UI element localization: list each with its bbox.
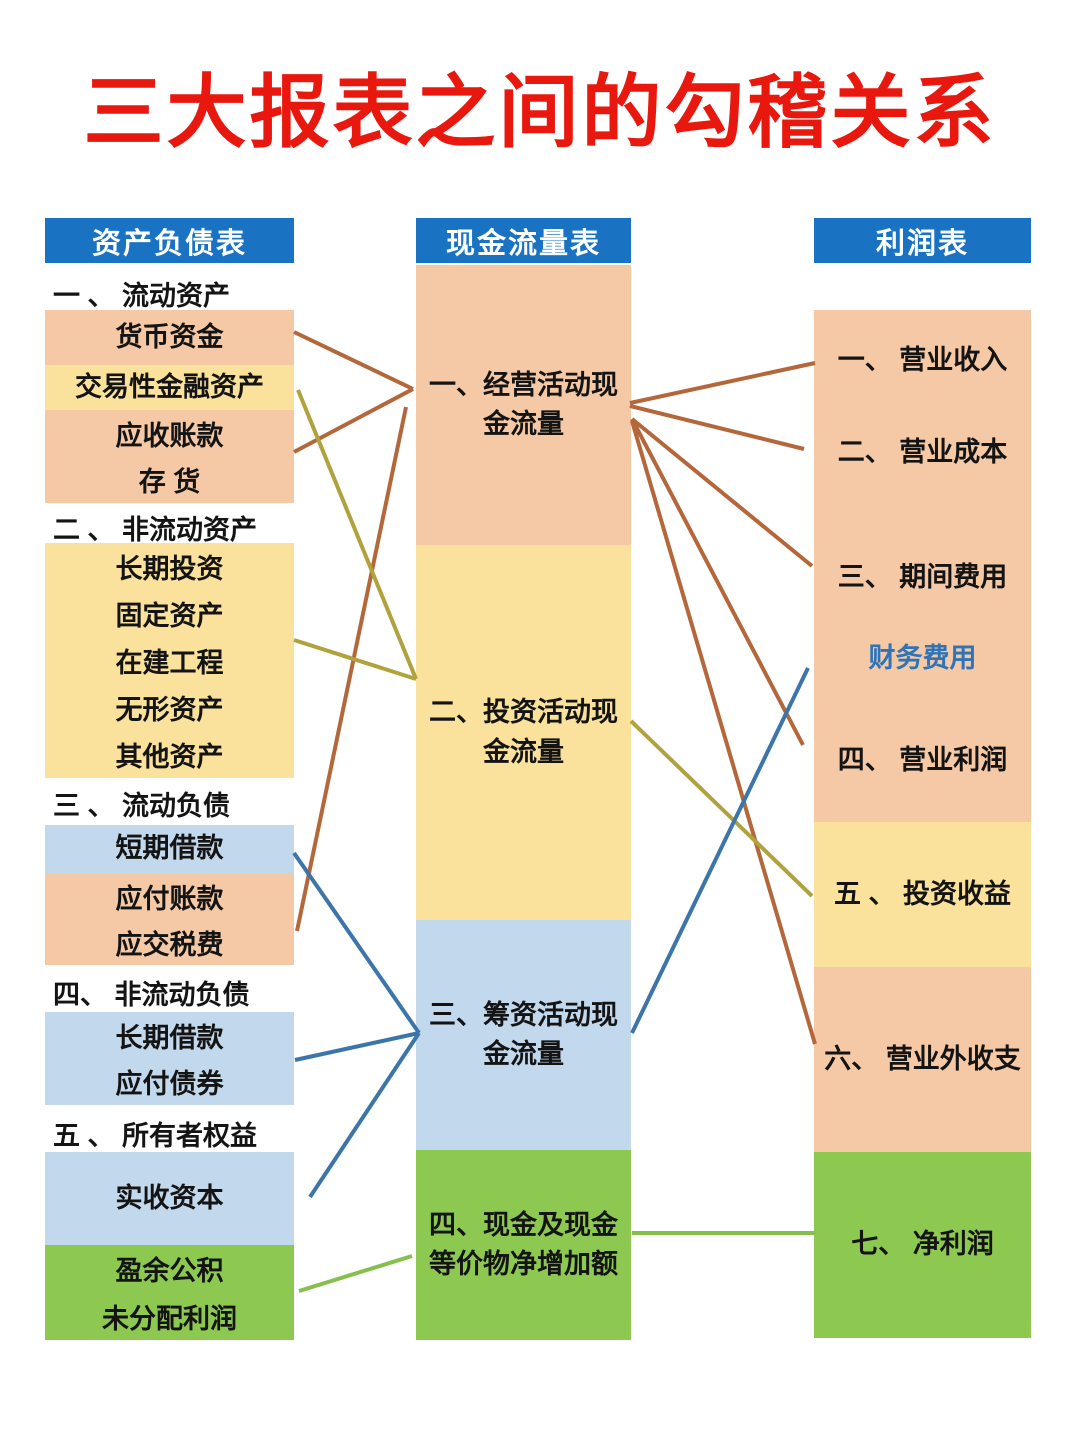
connection-monetary-funds-to-operating-cash-flow	[293, 330, 414, 391]
undistributed-profit: 未分配利润	[102, 1303, 237, 1334]
connection-investing-cash-flow-to-investment-income	[629, 719, 814, 898]
net-increase-in-cash: 四、现金及现金等价物净增加额	[416, 1150, 631, 1340]
connection-accounts-receivable-to-operating-cash-flow	[293, 387, 414, 454]
connection-operating-cash-flow-to-taxes-payable	[295, 406, 408, 932]
section-current-liabilities: 三 、 流动负债	[53, 791, 231, 821]
taxes-payable: 应交税费	[115, 929, 224, 960]
retained-earnings-block: 盈余公积 未分配利润	[45, 1245, 294, 1340]
income-statement-header: 利润表	[814, 218, 1031, 263]
connection-fixed-assets-to-investing-cash-flow	[293, 638, 417, 681]
income-statement-top-block: 一、 营业收入 二、 营业成本 三、 期间费用 财务费用 四、 营业利润	[814, 310, 1031, 822]
connection-long-term-loans-to-financing-cash-flow	[294, 1031, 420, 1062]
trading-financial-assets-label: 交易性金融资产	[75, 371, 264, 402]
construction-in-progress: 在建工程	[115, 648, 224, 678]
long-term-investment: 长期投资	[115, 554, 224, 584]
balance-sheet-header: 资产负债表	[45, 218, 294, 263]
operating-cash-flow: 一、经营活动现金流量	[416, 265, 631, 545]
cash-flow-header: 现金流量表	[416, 218, 631, 263]
connection-paid-in-capital-to-financing-cash-flow	[308, 1031, 421, 1199]
intangible-assets: 无形资产	[115, 695, 224, 725]
section-owners-equity: 五 、 所有者权益	[53, 1121, 258, 1151]
paid-in-capital-label: 实收资本	[115, 1182, 224, 1213]
receivable-inventory-block: 应收账款 存 货	[45, 410, 294, 503]
section-current-assets: 一 、 流动资产	[53, 281, 231, 311]
fixed-assets: 固定资产	[115, 601, 224, 631]
short-term-loans: 短期借款	[45, 825, 294, 873]
non-operating-income-label: 六、 营业外收支	[824, 1043, 1021, 1074]
inventory: 存 货	[138, 467, 201, 498]
other-assets: 其他资产	[115, 742, 224, 772]
connection-operating-cash-flow-to-period-expenses	[630, 417, 814, 568]
investment-income: 五 、 投资收益	[814, 822, 1031, 967]
connection-financing-cash-flow-to-financial-expenses	[630, 667, 810, 1034]
short-term-loans-label: 短期借款	[115, 833, 224, 864]
section-noncurrent-liabilities: 四、 非流动负债	[53, 980, 250, 1010]
connection-undistributed-profit-to-net-increase-in-cash	[298, 1254, 413, 1293]
noncurrent-liabilities-block: 长期借款 应付债券	[45, 1012, 294, 1105]
accounts-receivable: 应收账款	[115, 420, 224, 451]
period-expenses: 三、 期间费用	[837, 562, 1008, 592]
payables-block: 应付账款 应交税费	[45, 873, 294, 965]
connection-operating-cash-flow-to-operating-profit	[630, 418, 805, 746]
operating-profit: 四、 营业利润	[837, 745, 1008, 775]
section-noncurrent-assets: 二 、 非流动资产	[53, 515, 258, 545]
connection-trading-financial-assets-to-investing-cash-flow	[296, 389, 418, 680]
financial-expenses: 财务费用	[868, 643, 977, 673]
net-increase-in-cash-label: 四、现金及现金等价物净增加额	[429, 1209, 618, 1279]
trading-financial-assets: 交易性金融资产	[45, 365, 294, 410]
surplus-reserve: 盈余公积	[115, 1256, 224, 1287]
connection-operating-cash-flow-to-cost	[629, 404, 805, 451]
net-profit: 七、 净利润	[814, 1152, 1031, 1338]
connection-short-term-loans-to-financing-cash-flow	[292, 851, 421, 1035]
operating-cash-flow-label: 一、经营活动现金流量	[429, 369, 618, 439]
monetary-funds-label: 货币资金	[115, 321, 224, 352]
financing-cash-flow-label: 三、筹资活动现金流量	[429, 999, 618, 1069]
connection-operating-cash-flow-to-non-operating-income	[630, 420, 817, 1045]
monetary-funds: 货币资金	[45, 310, 294, 365]
investing-cash-flow: 二、投资活动现金流量	[416, 545, 631, 920]
page-title: 三大报表之间的勾稽关系	[83, 68, 997, 157]
long-term-loans: 长期借款	[115, 1022, 224, 1053]
revenue: 一、 营业收入	[837, 345, 1008, 375]
non-operating-income: 六、 营业外收支	[814, 967, 1031, 1152]
investing-cash-flow-label: 二、投资活动现金流量	[429, 697, 618, 767]
paid-in-capital: 实收资本	[45, 1152, 294, 1245]
investment-income-label: 五 、 投资收益	[833, 878, 1011, 909]
financing-cash-flow: 三、筹资活动现金流量	[416, 920, 631, 1150]
bonds-payable: 应付债券	[115, 1069, 224, 1100]
cost: 二、 营业成本	[837, 437, 1008, 467]
noncurrent-assets-block: 长期投资 固定资产 在建工程 无形资产 其他资产	[45, 543, 294, 778]
net-profit-label: 七、 净利润	[851, 1229, 994, 1260]
accounts-payable: 应付账款	[115, 883, 224, 914]
connection-operating-cash-flow-to-revenue	[629, 361, 816, 405]
